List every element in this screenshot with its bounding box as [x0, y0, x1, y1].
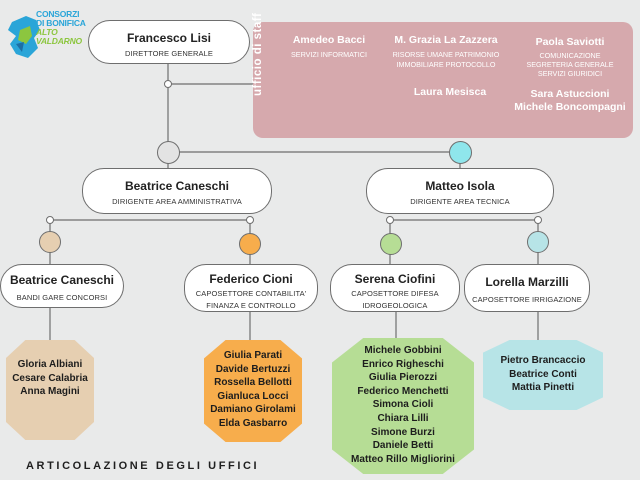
sector-members-group: Michele Gobbini Enrico Righeschi Giulia … [332, 338, 474, 474]
member-name: Rossella Bellotti [214, 377, 292, 389]
member-name: Federico Menchetti [357, 385, 449, 397]
connector-node [534, 216, 542, 224]
member-name: Michele Gobbini [364, 345, 442, 356]
member-name: Simone Burzi [371, 426, 435, 438]
member-name: Giulia Parati [223, 350, 283, 361]
director-box: Francesco Lisi DIRETTORE GENERALE [88, 20, 250, 64]
logo-line-1: CONSORZI [36, 9, 80, 19]
staff-office-label: ufficio di staff [252, 12, 264, 96]
staff-member-name: Paola Saviotti [535, 36, 605, 48]
area-manager-name: Beatrice Caneschi [124, 179, 230, 193]
sector-members-group: Pietro Brancaccio Beatrice Conti Mattia … [483, 340, 603, 410]
staff-member-role: RISORSE UMANE PATRIMONIO [392, 50, 500, 59]
staff-member-name: Laura Mesisca [413, 86, 487, 98]
member-name: Cesare Calabria [12, 372, 88, 384]
director-name: Francesco Lisi [126, 31, 212, 45]
sector-head-role: IDROGEOLOGICA [362, 301, 428, 310]
sector-box: Serena Ciofini CAPOSETTORE DIFESA IDROGE… [330, 264, 460, 312]
logo-line-2: DI BONIFICA [36, 18, 86, 28]
logo-line-3: ALTO [36, 27, 58, 37]
member-name: Anna Magini [20, 386, 80, 398]
staff-office-box [253, 22, 633, 138]
connector-node [164, 80, 172, 88]
member-name: Enrico Righeschi [362, 358, 444, 370]
staff-member-role: COMUNICAZIONE [539, 51, 601, 60]
sector-head-role: CAPOSETTORE IRRIGAZIONE [472, 295, 582, 304]
member-name: Davide Bertuzzi [215, 363, 291, 375]
staff-member-name: Sara Astuccioni [530, 88, 610, 100]
member-name: Matteo Rillo Migliorini [351, 453, 455, 465]
sector-head-name: Federico Cioni [209, 272, 293, 286]
member-name: Pietro Brancaccio [500, 355, 586, 366]
sector-members-group: Giulia Parati Davide Bertuzzi Rossella B… [204, 340, 302, 442]
staff-member-role: SEGRETERIA GENERALE [526, 60, 614, 69]
connector-node [386, 216, 394, 224]
staff-member-role: SERVIZI GIURIDICI [537, 69, 603, 78]
sector-node [527, 231, 549, 253]
member-name: Gloria Albiani [17, 359, 83, 370]
member-name: Damiano Girolami [210, 404, 296, 416]
admin-area-node [157, 141, 180, 164]
area-manager-name: Matteo Isola [425, 179, 495, 193]
sector-head-name: Beatrice Caneschi [9, 273, 115, 287]
staff-member-role: SERVIZI INFORMATICI [290, 50, 367, 59]
sector-head-name: Lorella Marzilli [485, 275, 569, 289]
member-name: Mattia Pinetti [511, 382, 575, 394]
sector-node [39, 231, 61, 253]
sector-head-role: FINANZA E CONTROLLO [206, 301, 296, 310]
chart-caption: ARTICOLAZIONE DEGLI UFFICI [26, 460, 260, 472]
connector-node [46, 216, 54, 224]
logo-line-4: VALDARNO [36, 36, 82, 46]
staff-member-name: Michele Boncompagni [514, 101, 626, 113]
staff-member-role: IMMOBILIARE PROTOCOLLO [396, 60, 496, 69]
sector-members-group: Gloria Albiani Cesare Calabria Anna Magi… [6, 340, 94, 440]
member-name: Simona Cioli [372, 399, 434, 411]
member-name: Chiara Lilli [377, 412, 429, 424]
area-manager-role: DIRIGENTE AREA AMMINISTRATIVA [112, 197, 242, 206]
member-name: Elda Gasbarro [218, 417, 288, 429]
sector-node [380, 233, 402, 255]
member-name: Gianluca Locci [217, 390, 289, 402]
consorzio-logo: CONSORZI DI BONIFICA ALTO VALDARNO [6, 8, 90, 64]
sector-head-role: CAPOSETTORE DIFESA [351, 289, 439, 298]
sector-box: Federico Cioni CAPOSETTORE CONTABILITA' … [184, 264, 318, 312]
sector-head-role: BANDI GARE CONCORSI [16, 293, 108, 302]
connector-node [246, 216, 254, 224]
area-manager-role: DIRIGENTE AREA TECNICA [410, 197, 510, 206]
sector-box: Lorella Marzilli CAPOSETTORE IRRIGAZIONE [464, 264, 590, 312]
sector-head-name: Serena Ciofini [354, 272, 436, 286]
sector-box: Beatrice Caneschi BANDI GARE CONCORSI [0, 264, 124, 308]
member-name: Beatrice Conti [509, 368, 577, 380]
director-role: DIRETTORE GENERALE [125, 49, 213, 58]
tech-area-node [449, 141, 472, 164]
sector-node [239, 233, 261, 255]
member-name: Giulia Pierozzi [368, 372, 438, 384]
staff-member-name: Amedeo Bacci [292, 34, 366, 46]
staff-member-name: M. Grazia La Zazzera [394, 34, 498, 46]
tech-area-box: Matteo Isola DIRIGENTE AREA TECNICA [366, 168, 554, 214]
admin-area-box: Beatrice Caneschi DIRIGENTE AREA AMMINIS… [82, 168, 272, 214]
sector-head-role: CAPOSETTORE CONTABILITA' [195, 289, 307, 298]
member-name: Daniele Betti [372, 440, 434, 452]
